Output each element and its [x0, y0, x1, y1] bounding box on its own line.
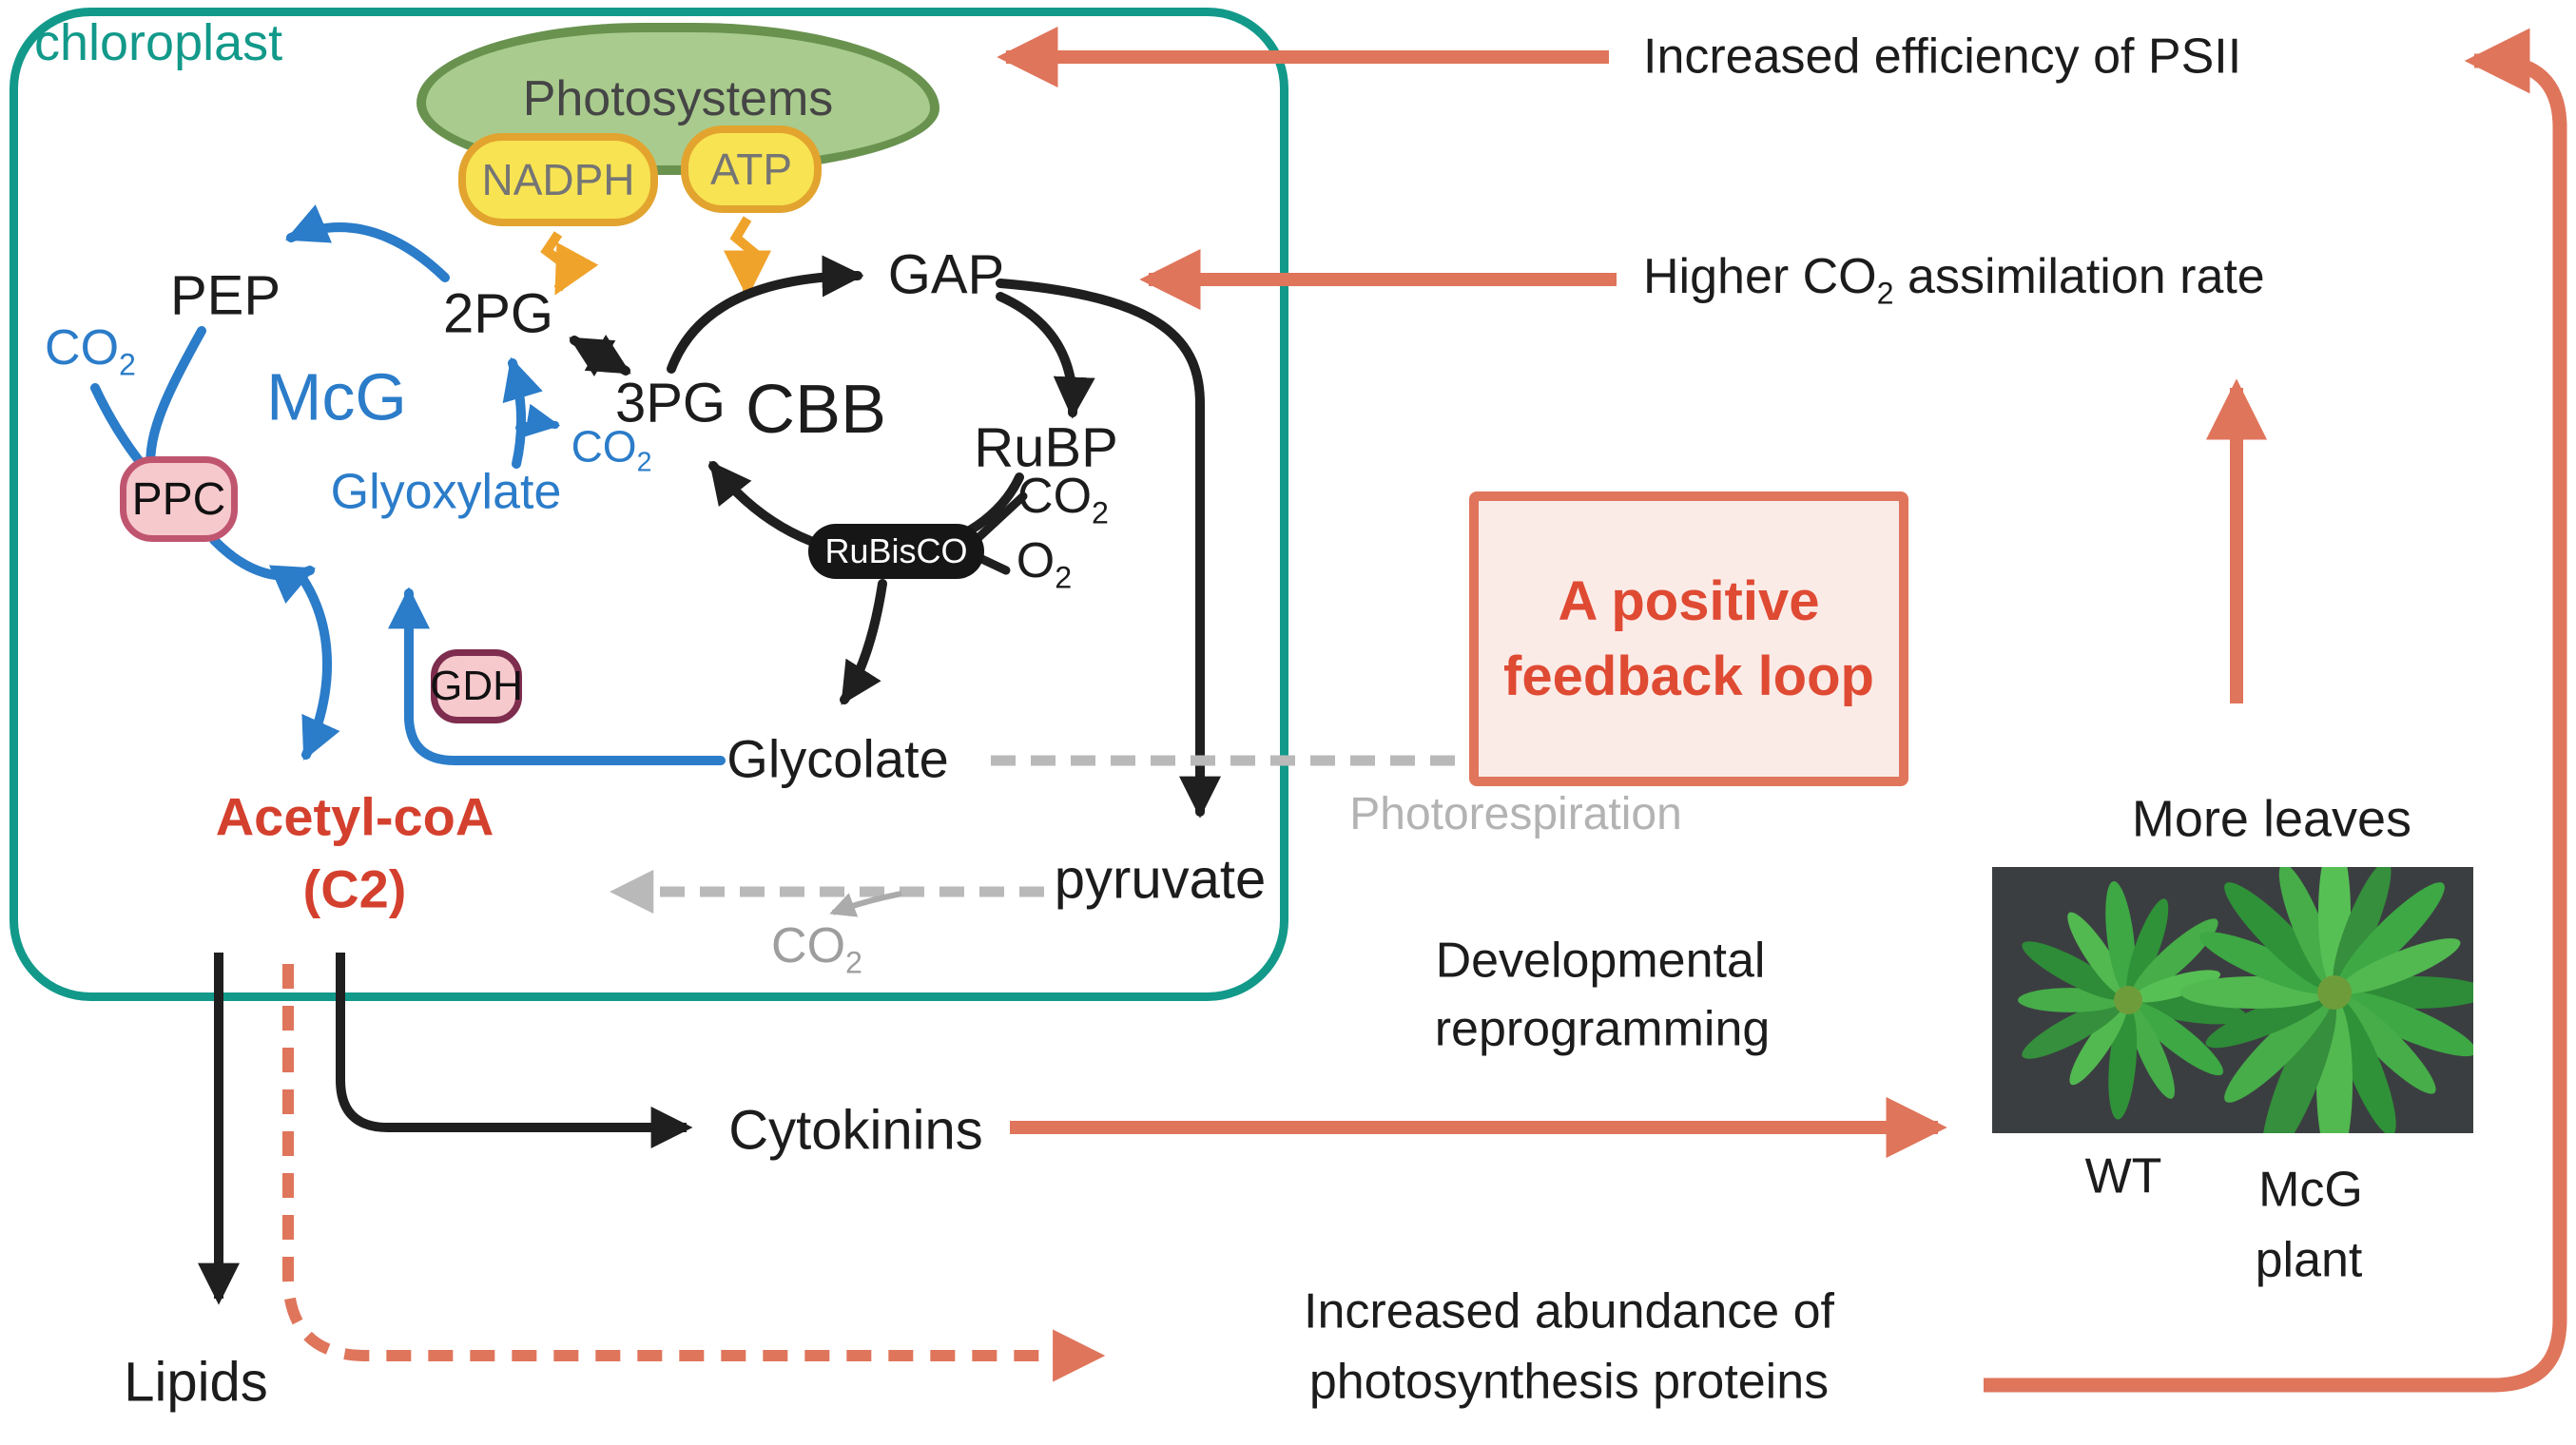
atp-badge: ATP [681, 125, 822, 213]
glycolate-label: Glycolate [726, 728, 949, 789]
mcg-plant-label-line2: plant [2255, 1232, 2363, 1288]
rubisco-badge: RuBisCO [808, 524, 984, 579]
feedback-line1: A positive [1558, 570, 1820, 632]
arrow-glyoxylate-to-2pg [502, 356, 543, 469]
o2-rubisco-label: O2 [1016, 532, 1073, 595]
mcg-plant-label-line1: McG [2258, 1162, 2363, 1218]
chloroplast-membrane [10, 8, 1288, 1001]
acetyl-coa-label: Acetyl-coA [215, 786, 494, 847]
rubp-label: RuBP [974, 416, 1118, 479]
nadph-energy-arrow [540, 231, 599, 296]
plant-comparison-photo [1992, 838, 2489, 1168]
atp-label: ATP [709, 144, 793, 194]
gdh-label: GDH [430, 663, 523, 709]
arrow-acetyl-to-cytokinins [336, 953, 693, 1149]
abundance-label-line2: photosynthesis proteins [1308, 1354, 1830, 1410]
arrow-ppc-out [209, 535, 317, 604]
glyoxylate-label: Glyoxylate [330, 464, 562, 520]
pyruvate-label: pyruvate [1054, 848, 1267, 911]
plant-rosettes [2016, 838, 2489, 1168]
arrow-gap-to-pyruvate [996, 279, 1222, 819]
cytokinins-label: Cytokinins [728, 1099, 983, 1162]
chloroplast-label: chloroplast [34, 14, 283, 71]
arrow-feedback-loop-return [1984, 28, 2567, 1393]
2pg-label: 2PG [442, 282, 554, 345]
photosystems-label: Photosystems [522, 71, 834, 126]
arrow-3pg-to-gap [667, 255, 864, 374]
mcg-cycle-label: McG [266, 359, 407, 434]
wt-plant [2016, 879, 2249, 1121]
wt-label: WT [2084, 1148, 2162, 1204]
arrow-glycolate-to-glyoxylate [387, 587, 726, 765]
arrow-co2-release-branch [515, 403, 561, 437]
atp-energy-arrow [724, 216, 771, 299]
line-co2-to-rubisco [967, 491, 1028, 549]
3pg-label: 3PG [614, 372, 726, 434]
nadph-badge: NADPH [458, 133, 658, 226]
co2-release-label: CO2 [571, 421, 652, 478]
mcg-plant [2180, 838, 2489, 1168]
arrow-acetyl-to-abundance-dashed [282, 964, 1106, 1382]
rubisco-label: RuBisCO [824, 531, 968, 570]
arrow-gap-to-rubp [996, 292, 1095, 419]
arrow-to-acetyl-coa [298, 573, 340, 761]
acetyl-c2-label: (C2) [302, 858, 407, 919]
co2-input-label: CO2 [45, 319, 136, 382]
co2-rubisco-label: CO2 [1017, 468, 1109, 530]
co2-pyruvate-label: CO2 [771, 917, 862, 980]
nadph-label: NADPH [481, 155, 635, 204]
line-co2-to-ppc [90, 383, 149, 472]
abundance-label-line1: Increased abundance of [1304, 1283, 1834, 1339]
arrow-2pg-to-pep [284, 204, 450, 282]
photorespiration-label: Photorespiration [1349, 788, 1682, 839]
arrow-co2-loss-branch [829, 891, 902, 917]
feedback-line2: feedback loop [1503, 645, 1874, 707]
gdh-badge: GDH [430, 649, 523, 723]
arrow-2pg-3pg-bidirectional [569, 335, 631, 376]
psii-outcome-label: Increased efficiency of PSII [1643, 29, 2242, 85]
ppc-badge: PPC [120, 456, 238, 542]
reprogramming-label: reprogramming [1434, 1001, 1771, 1057]
developmental-label: Developmental [1435, 933, 1766, 989]
cbb-cycle-label: CBB [745, 372, 887, 449]
positive-feedback-box: A positive feedback loop [1469, 491, 1908, 786]
assimilation-outcome-label: Higher CO2 assimilation rate [1643, 248, 2265, 311]
lipids-label: Lipids [124, 1351, 268, 1414]
pep-label: PEP [169, 264, 281, 327]
ppc-label: PPC [131, 473, 226, 525]
arrow-rubisco-to-glycolate [840, 579, 887, 705]
gap-label: GAP [887, 243, 1005, 306]
more-leaves-label: More leaves [2131, 790, 2412, 848]
